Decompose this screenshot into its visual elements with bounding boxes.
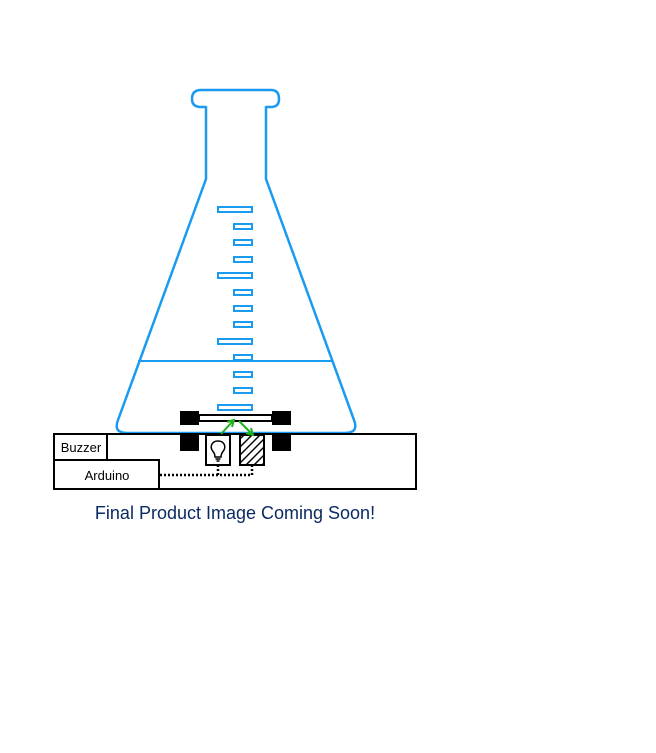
arrow-up [220, 420, 234, 435]
graduation-mark-minor [233, 223, 253, 230]
magnet-left [180, 435, 199, 451]
graduation-mark-major [217, 272, 253, 279]
arrow-down [238, 420, 253, 435]
stir-bar-body [198, 414, 273, 422]
buzzer-label: Buzzer [61, 440, 102, 455]
graduation-mark-minor [233, 354, 253, 361]
graduation-mark-minor [233, 289, 253, 296]
graduation-mark-minor [233, 371, 253, 378]
stir-bar [180, 411, 291, 425]
caption-text: Final Product Image Coming Soon! [94, 503, 376, 523]
light-path-arrows [220, 418, 255, 437]
graduation-marks [217, 206, 253, 411]
stir-bar-right-block [272, 411, 291, 425]
graduation-mark-minor [233, 321, 253, 328]
buzzer-box [53, 433, 108, 461]
arduino-box [53, 459, 160, 490]
graduation-mark-major [217, 206, 253, 213]
stir-bar-left-block [180, 411, 199, 425]
dotted-wires [160, 465, 254, 477]
graduation-mark-major [217, 404, 253, 411]
lightbulb-icon [205, 434, 231, 466]
graduation-mark-minor [233, 239, 253, 246]
magnet-right [272, 435, 291, 451]
graduation-mark-minor [233, 305, 253, 312]
graduation-mark-minor [233, 256, 253, 263]
graduation-mark-minor [233, 387, 253, 394]
arduino-label: Arduino [85, 468, 130, 483]
hatched-sensor-icon [239, 434, 265, 466]
graduation-mark-major [217, 338, 253, 345]
